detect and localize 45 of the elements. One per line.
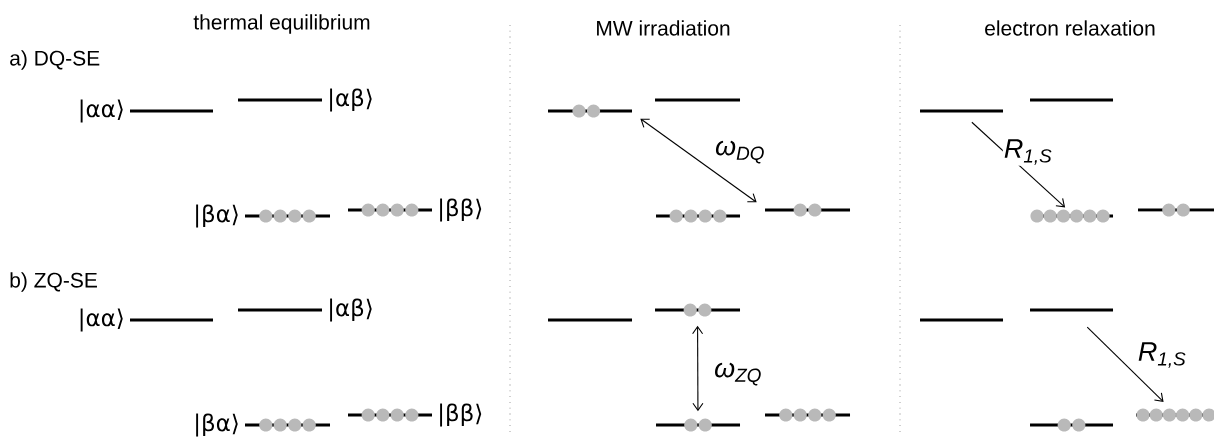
- energy-level: [1138, 203, 1214, 217]
- state-label: |ββ⟩: [440, 403, 482, 427]
- column-heading: thermal equilibrium: [193, 14, 370, 34]
- energy-level: [548, 318, 632, 322]
- state-label: |αα⟩: [80, 99, 123, 123]
- energy-level: [655, 98, 740, 102]
- edge-label: ω$_{DQ}$: [714, 139, 766, 165]
- energy-level: [1030, 308, 1113, 312]
- edge-label: ω$_{ZQ}$: [713, 361, 763, 387]
- arrow: [971, 121, 1066, 208]
- energy-level: [920, 318, 1003, 322]
- energy-level: [130, 318, 213, 322]
- energy-level: [920, 109, 1003, 113]
- energy-level: [548, 104, 632, 118]
- panel-label: a) DQ-SE: [10, 50, 100, 70]
- energy-level: [245, 418, 330, 432]
- energy-level: [238, 98, 322, 102]
- energy-level: [348, 203, 432, 217]
- panel-label: b) ZQ-SE: [10, 272, 97, 292]
- column-heading: electron relaxation: [985, 20, 1155, 36]
- energy-level: [1030, 98, 1113, 102]
- arrow: [1086, 326, 1164, 402]
- arrow: [692, 325, 704, 412]
- energy-level: [130, 109, 213, 113]
- state-label: |αα⟩: [80, 308, 123, 332]
- energy-level: [348, 408, 432, 422]
- edge-label: R$_{1,S}$: [1002, 138, 1054, 166]
- energy-level: [1030, 418, 1113, 432]
- energy-level: [656, 418, 740, 432]
- arrow: [640, 118, 757, 203]
- state-label: |αβ⟩: [330, 298, 372, 322]
- state-label: |αβ⟩: [330, 88, 372, 112]
- energy-level: [1030, 209, 1113, 223]
- energy-level: [655, 303, 740, 317]
- energy-level: [245, 209, 330, 223]
- energy-level: [765, 203, 850, 217]
- state-label: |βα⟩: [196, 204, 238, 228]
- energy-level: [656, 209, 740, 223]
- energy-level: [238, 308, 322, 312]
- energy-level: [1136, 408, 1214, 422]
- edge-label: R$_{1,S}$: [1136, 341, 1188, 369]
- column-heading: MW irradiation: [597, 20, 730, 36]
- energy-level: [765, 408, 850, 422]
- state-label: |βα⟩: [196, 413, 238, 437]
- state-label: |ββ⟩: [440, 198, 482, 222]
